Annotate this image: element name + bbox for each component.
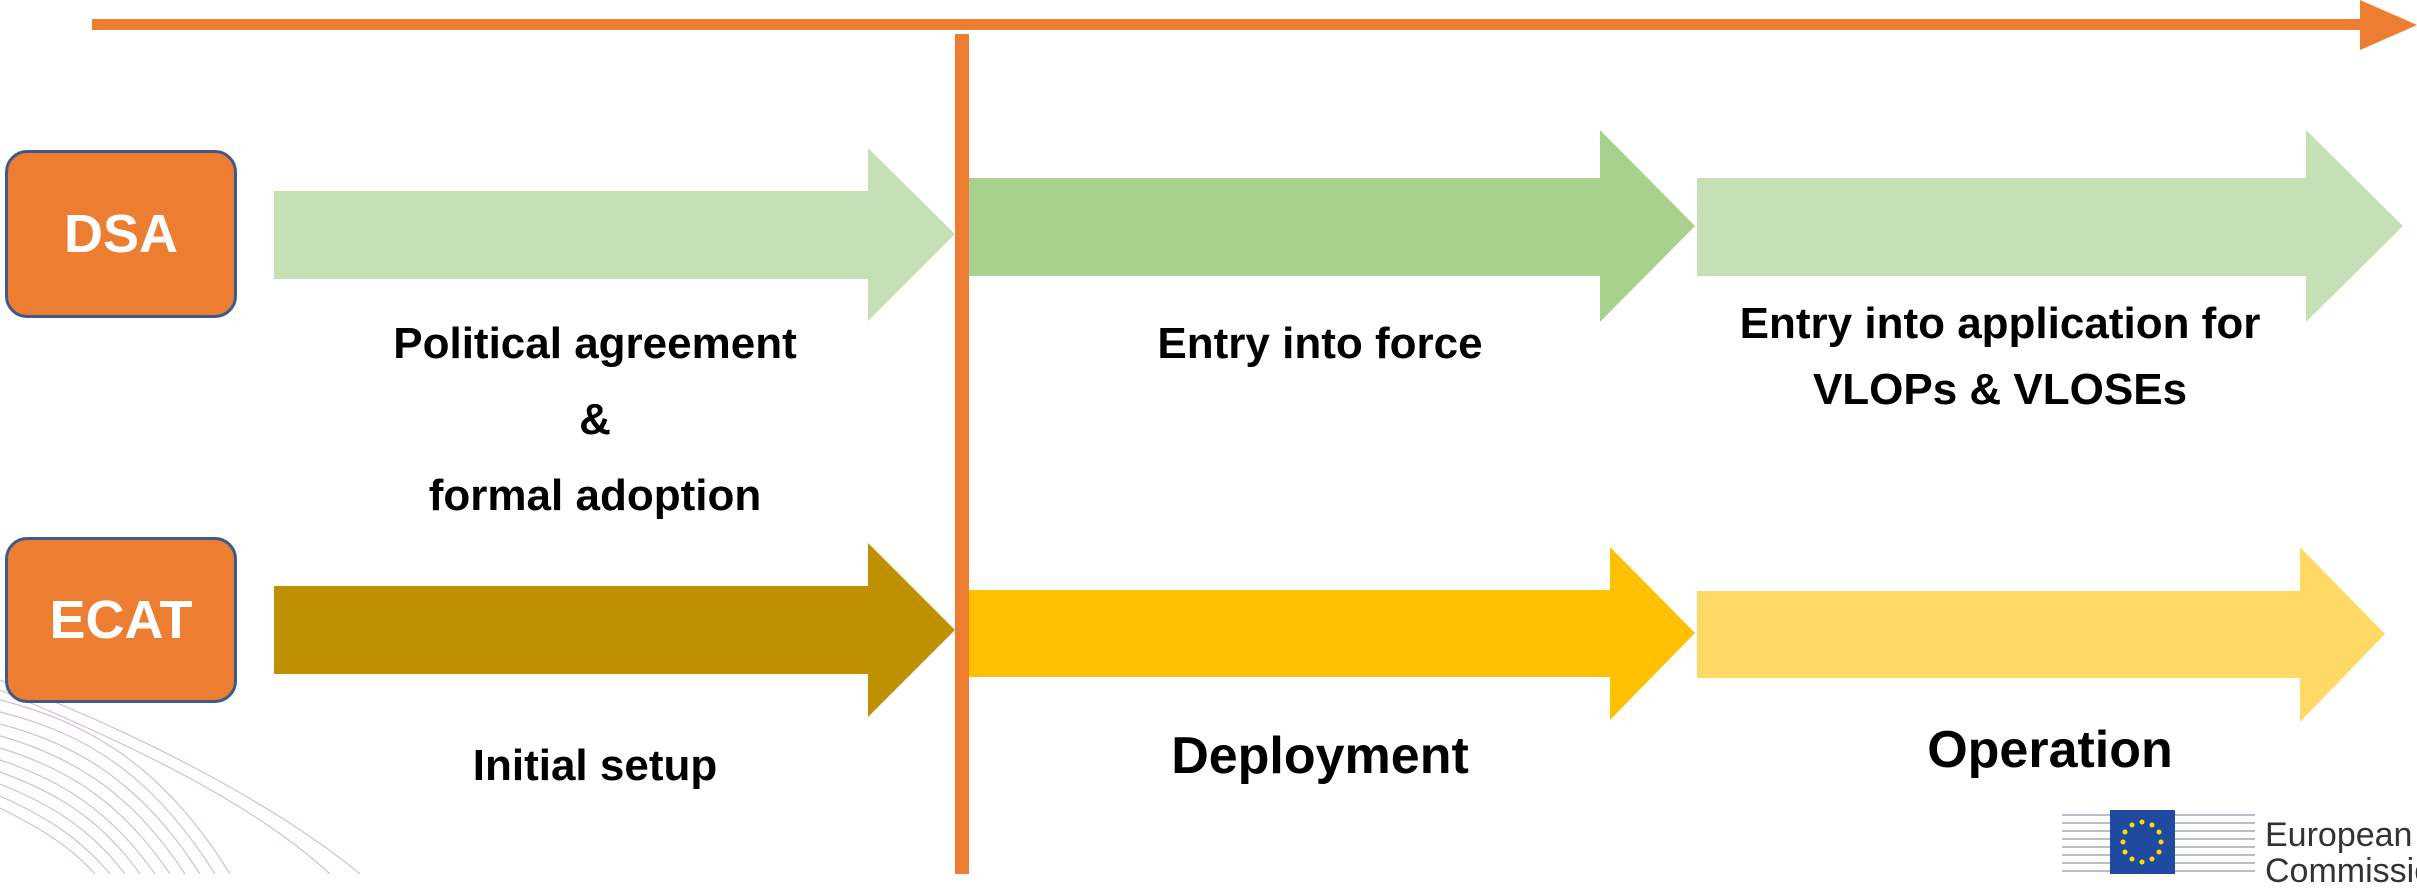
dsa-phase-1-line-2: & (579, 395, 611, 444)
ecat-phase-2: Deployment (1171, 727, 1469, 785)
timeline-line (92, 19, 2372, 30)
timeline-arrowhead (2360, 0, 2417, 50)
ecat-arrow-3 (1697, 547, 2385, 722)
dsa-phase-3-line-1: Entry into application for (1739, 299, 2261, 348)
dsa-arrow-2 (969, 130, 1695, 322)
eu-flag-icon (2110, 810, 2175, 874)
ec-logo-line-2: Commission (2265, 852, 2417, 890)
ecat-badge-label: ECAT (49, 590, 193, 650)
dsa-phase-2: Entry into force (1157, 319, 1483, 368)
dsa-phase-3-line-2: VLOPs & VLOSEs (1812, 365, 2188, 414)
ecat-phase-1: Initial setup (472, 741, 718, 790)
dsa-arrow-3 (1697, 130, 2403, 322)
ecat-arrow-1 (274, 543, 955, 717)
ec-building-lines (2062, 814, 2255, 872)
ecat-phase-3: Operation (1927, 721, 2173, 779)
dsa-phase-1-line-3: formal adoption (428, 471, 762, 520)
timeline-divider (955, 34, 969, 874)
dsa-badge-label: DSA (63, 204, 178, 264)
ecat-arrow-2 (969, 547, 1695, 720)
dsa-arrow-1 (274, 148, 955, 321)
ec-logo-line-1: European (2265, 816, 2413, 854)
dsa-badge: DSA (5, 150, 237, 318)
dsa-phase-1-line-1: Political agreement (393, 319, 797, 368)
ecat-badge: ECAT (5, 537, 237, 703)
